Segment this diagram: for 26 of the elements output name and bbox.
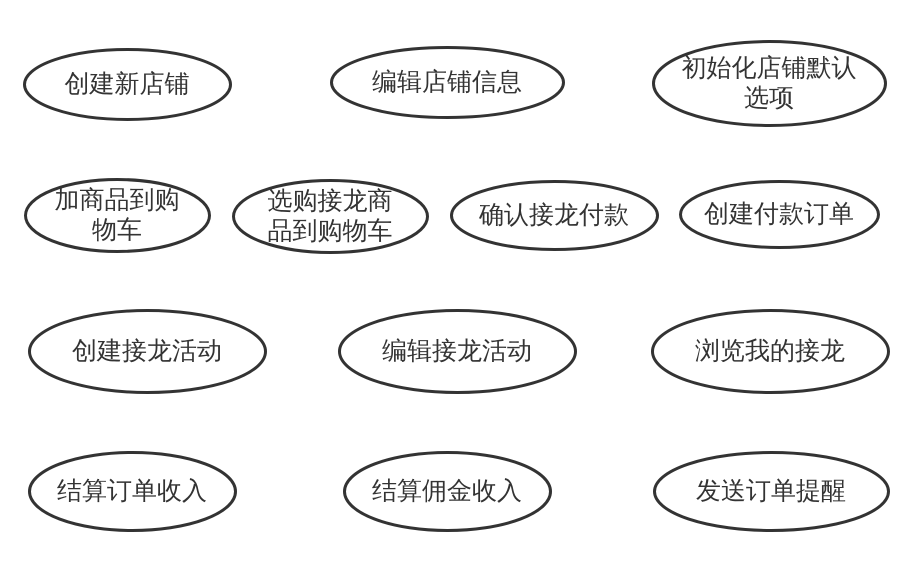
use-case-ellipse — [652, 450, 890, 532]
use-case-ellipse — [22, 48, 232, 120]
use-case-ellipse — [342, 450, 552, 532]
use-case-label: 浏览我的接龙 — [695, 336, 845, 366]
use-case-label: 结算订单收入 — [57, 476, 207, 506]
use-case-ellipse — [24, 178, 210, 252]
use-case-label: 加商品到购物车 — [54, 185, 180, 245]
use-case-ellipse — [28, 450, 236, 532]
use-case-ellipse — [338, 308, 576, 394]
use-case-label: 创建付款订单 — [704, 199, 854, 229]
use-case-label: 结算佣金收入 — [372, 476, 522, 506]
use-case-ellipse — [678, 180, 880, 248]
use-case-ellipse — [650, 308, 890, 394]
use-case-ellipse — [330, 46, 564, 118]
use-case-label: 发送订单提醒 — [696, 476, 846, 506]
use-case-ellipse — [28, 308, 266, 394]
use-case-ellipse — [450, 180, 658, 250]
use-case-label: 编辑接龙活动 — [382, 336, 532, 366]
use-case-label: 选购接龙商品到购物车 — [266, 186, 394, 246]
use-case-label: 编辑店铺信息 — [372, 67, 522, 97]
use-case-ellipse — [652, 40, 886, 126]
use-case-label: 确认接龙付款 — [479, 200, 629, 230]
use-case-label: 初始化店铺默认选项 — [680, 53, 858, 113]
use-case-ellipse — [232, 178, 428, 254]
use-case-label: 创建新店铺 — [64, 69, 190, 99]
use-case-label: 创建接龙活动 — [72, 336, 222, 366]
